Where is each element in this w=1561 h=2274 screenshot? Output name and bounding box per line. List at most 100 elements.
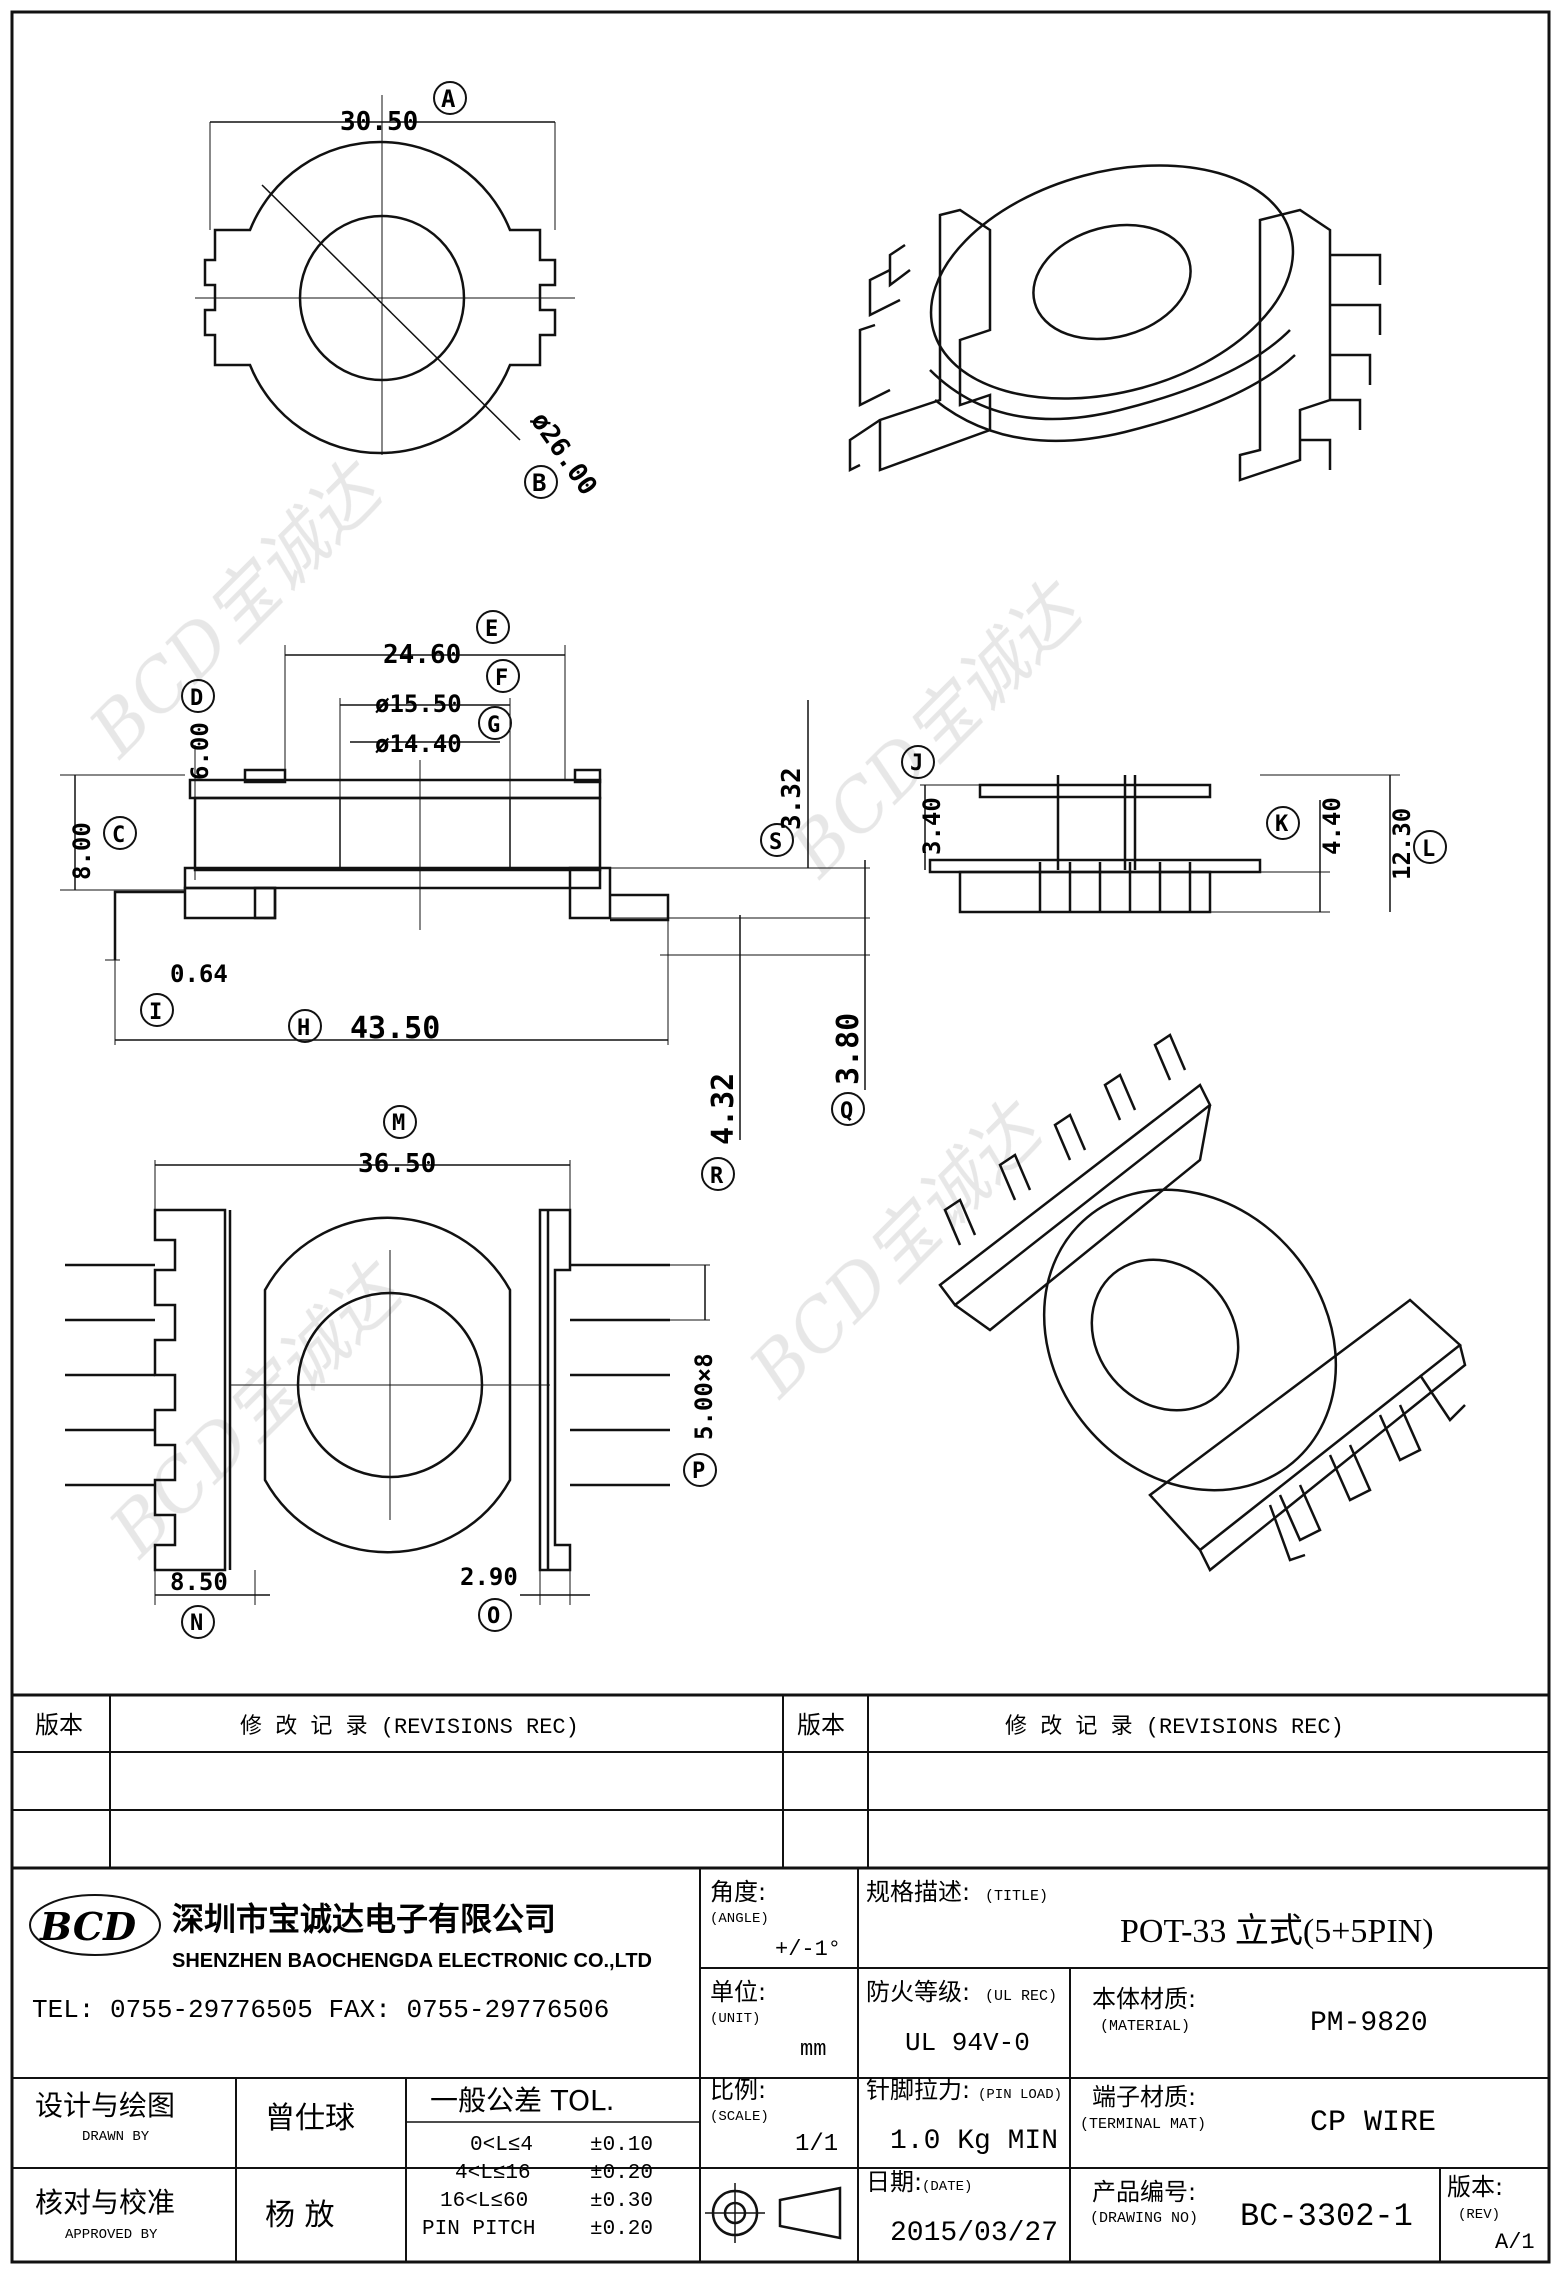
tol-range-4: PIN PITCH [422,2218,535,2241]
label-n: N [190,1611,203,1636]
scale-label: 比例: [710,2076,766,2104]
rev-label: 版本: [1447,2173,1503,2201]
dim-o: 2.90 [460,1563,518,1591]
rev-left-ver-header: 版本 [35,1711,83,1739]
rev-left-rec-header: 修 改 记 录 (REVISIONS REC) [240,1714,579,1740]
dim-p: 5.00×8 [690,1353,718,1440]
tol-value-2: ±0.20 [590,2162,653,2185]
dim-g: ø14.40 [375,730,462,758]
terminal-label-en: (TERMINAL MAT) [1080,2116,1206,2133]
material-label-en: (MATERIAL) [1100,2018,1190,2035]
drawingno-label-en: (DRAWING NO) [1090,2210,1198,2227]
unit-label: 单位: [710,1978,766,2006]
label-c: C [112,823,125,848]
drawn-name: 曾仕球 [265,2101,355,2136]
angle-label: 角度: [710,1878,766,1906]
approved-name: 杨 放 [265,2198,335,2233]
iso-view-upper [848,164,1382,482]
title-block-lines [12,1693,1549,2262]
watermarks: BCD宝诚达 BCD宝诚达 BCD宝诚达 BCD宝诚达 [73,445,1101,1573]
angle-label-en: (ANGLE) [710,1911,769,1927]
drawingno-label: 产品编号: [1092,2178,1196,2206]
tol-range-2: 4<L≤16 [455,2162,531,2185]
label-j: J [910,751,923,776]
date-value: 2015/03/27 [890,2218,1058,2249]
label-h: H [297,1016,310,1041]
iso-view-lower [938,1033,1467,1572]
tol-value-3: ±0.30 [590,2190,653,2213]
drawn-label-en: DRAWN BY [82,2129,150,2145]
label-d: D [190,686,203,711]
company-name-cn: 深圳市宝诚达电子有限公司 [172,1900,556,1938]
dim-l: 12.30 [1388,808,1416,880]
company-logo: BCD [29,1894,161,1956]
scale-label-en: (SCALE) [710,2109,769,2125]
date-label-en: (DATE) [922,2179,972,2195]
dim-a: 30.50 [340,107,418,137]
dim-h: 43.50 [350,1011,440,1046]
label-f: F [495,666,508,691]
label-g: G [487,713,500,738]
projection-symbol [705,2183,842,2243]
label-e: E [485,617,498,642]
top-view [195,81,575,499]
date-label: 日期: [866,2168,922,2196]
unit-label-en: (UNIT) [710,2011,760,2027]
tol-range-1: 0<L≤4 [470,2134,533,2157]
side-view [60,610,870,1191]
label-k: K [1275,812,1289,837]
pinload-value: 1.0 Kg MIN [890,2126,1058,2157]
rev-value: A/1 [1495,2230,1535,2255]
angle-value: +/-1° [775,1937,841,1962]
logo-text: BCD [39,1904,136,1949]
dim-d: 6.00 [186,722,214,780]
label-o: O [487,1604,500,1629]
dim-r: 4.32 [706,1073,741,1145]
label-l: L [1422,837,1435,862]
dim-s: 3.32 [777,767,807,830]
company-name-en: SHENZHEN BAOCHENGDA ELECTRONIC CO.,LTD [172,1950,652,1972]
terminal-value: CP WIRE [1310,2106,1436,2140]
title-label: 规格描述: [866,1878,970,1906]
rev-right-rec-header: 修 改 记 录 (REVISIONS REC) [1005,1714,1344,1740]
title-value: POT-33 立式(5+5PIN) [1120,1912,1434,1950]
watermark: BCD宝诚达 [733,1085,1061,1413]
approved-label: 核对与校准 [35,2186,175,2219]
dim-i: 0.64 [170,960,228,988]
title-label-en: (TITLE) [985,1888,1048,1905]
label-s: S [769,830,782,855]
drawingno-value: BC-3302-1 [1240,2198,1413,2235]
company-tel: TEL: 0755-29776505 FAX: 0755-29776506 [32,1995,609,2025]
material-value: PM-9820 [1310,2008,1428,2039]
label-p: P [692,1459,705,1484]
dim-n: 8.50 [170,1568,228,1596]
dim-f: ø15.50 [375,690,462,718]
dim-q: 3.80 [831,1013,866,1085]
material-label: 本体材质: [1092,1985,1196,2013]
front-view [901,745,1447,914]
dim-c: 8.00 [68,822,96,880]
ul-value: UL 94V-0 [905,2028,1030,2058]
watermark: BCD宝诚达 [73,445,401,773]
label-a: A [441,85,456,113]
dim-j: 3.40 [918,797,946,855]
pinload-label-en: (PIN LOAD) [978,2087,1062,2103]
label-i: I [149,1000,162,1025]
pinload-label: 针脚拉力: [866,2076,970,2104]
tol-range-3: 16<L≤60 [440,2190,528,2213]
scale-value: 1/1 [795,2131,838,2158]
tol-value-4: ±0.20 [590,2218,653,2241]
rev-label-en: (REV) [1458,2207,1500,2223]
label-q: Q [840,1099,853,1124]
ul-label-en: (UL REC) [985,1988,1057,2005]
tol-value-1: ±0.10 [590,2134,653,2157]
label-r: R [710,1164,724,1189]
tol-header: 一般公差 TOL. [430,2084,615,2117]
terminal-label: 端子材质: [1092,2083,1196,2111]
bottom-view [65,1105,717,1639]
sheet-border [10,10,1551,2264]
unit-value: mm [800,2037,826,2062]
dim-m: 36.50 [358,1149,436,1179]
drawn-label: 设计与绘图 [35,2089,175,2122]
